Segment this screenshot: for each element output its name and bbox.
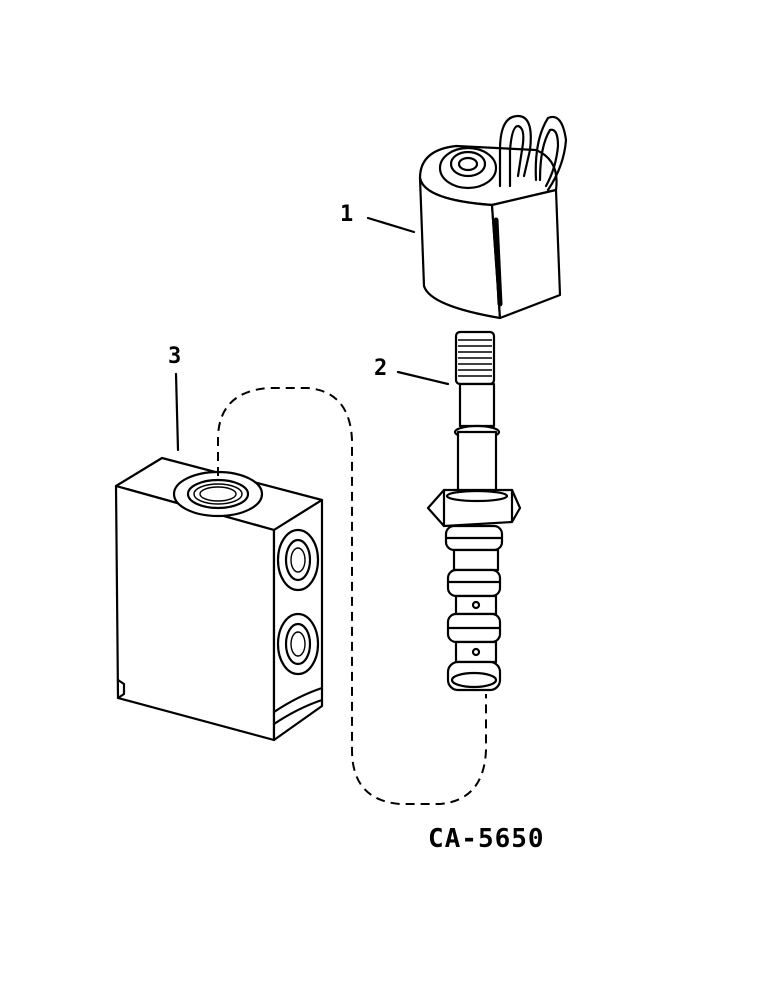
valve-body-block-icon — [114, 456, 324, 742]
callout-3: 3 — [168, 344, 182, 369]
callout-2: 2 — [374, 356, 388, 381]
valve-cartridge-icon — [426, 330, 522, 692]
installation-path — [217, 387, 487, 805]
leader-line-3 — [174, 372, 180, 452]
callout-1: 1 — [340, 202, 354, 227]
leader-line-1 — [366, 216, 416, 234]
drawing-reference-code: CA-5650 — [428, 824, 545, 854]
leader-line-2 — [396, 370, 450, 386]
solenoid-coil-icon — [418, 114, 568, 320]
